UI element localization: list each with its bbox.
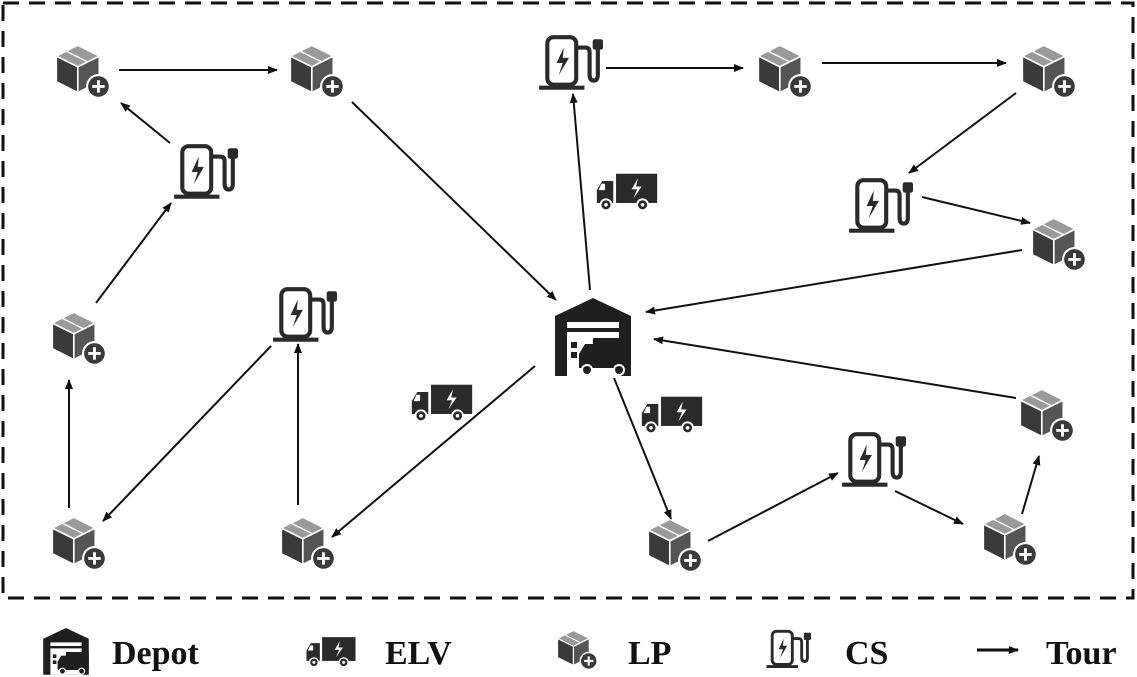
lp-icon [52, 517, 108, 572]
tour-edge [908, 92, 1017, 174]
lp-icon [1020, 389, 1076, 444]
legend-cs-icon [765, 629, 811, 668]
legend-label-depot: Depot [112, 635, 200, 672]
tour-edge [569, 93, 591, 291]
cs-icon [273, 289, 337, 340]
elv-icon [641, 396, 703, 435]
lp-icon [983, 513, 1039, 568]
legend-elv-icon [306, 637, 356, 668]
lp-icon [1022, 45, 1078, 100]
legend-label-lp: LP [628, 635, 671, 672]
charging-stations [174, 37, 913, 485]
tour-edge [351, 101, 557, 301]
elv-icon [411, 384, 473, 423]
lp-icon [1032, 218, 1088, 273]
depot-icon [555, 298, 631, 376]
tour-edge [1021, 455, 1041, 515]
lp-icon [648, 519, 704, 574]
elv-vehicles [411, 173, 703, 435]
legend-depot-icon [43, 628, 89, 675]
tour-edge [120, 102, 171, 144]
tour-edge [613, 377, 672, 520]
elv-icon [596, 173, 658, 212]
lp-icon [281, 517, 337, 572]
tour-edge [102, 345, 272, 522]
legend-label-cs: CS [845, 635, 888, 672]
tour-edge [921, 196, 1031, 225]
tour-edge [95, 202, 172, 304]
cs-icon [842, 434, 906, 485]
lp-icon [758, 45, 814, 100]
legend-lp-icon [557, 630, 599, 671]
tour-edge [707, 472, 839, 542]
tour-edge [645, 249, 1023, 315]
legend-label-tour: Tour [1046, 635, 1117, 672]
region-boundary [1, 1, 1135, 600]
legend: Depot ELV LP CS Tour [43, 628, 1117, 675]
lp-icon [52, 312, 108, 367]
lp-icon [290, 45, 346, 100]
tour-edges [65, 59, 1041, 542]
legend-label-elv: ELV [385, 635, 452, 672]
tour-edge [894, 490, 964, 525]
cs-icon [174, 146, 238, 197]
lp-icon [56, 45, 112, 100]
tour-edge [653, 336, 1017, 399]
cs-icon [849, 180, 913, 231]
tour-edge [331, 365, 536, 538]
cs-icon [539, 37, 603, 88]
